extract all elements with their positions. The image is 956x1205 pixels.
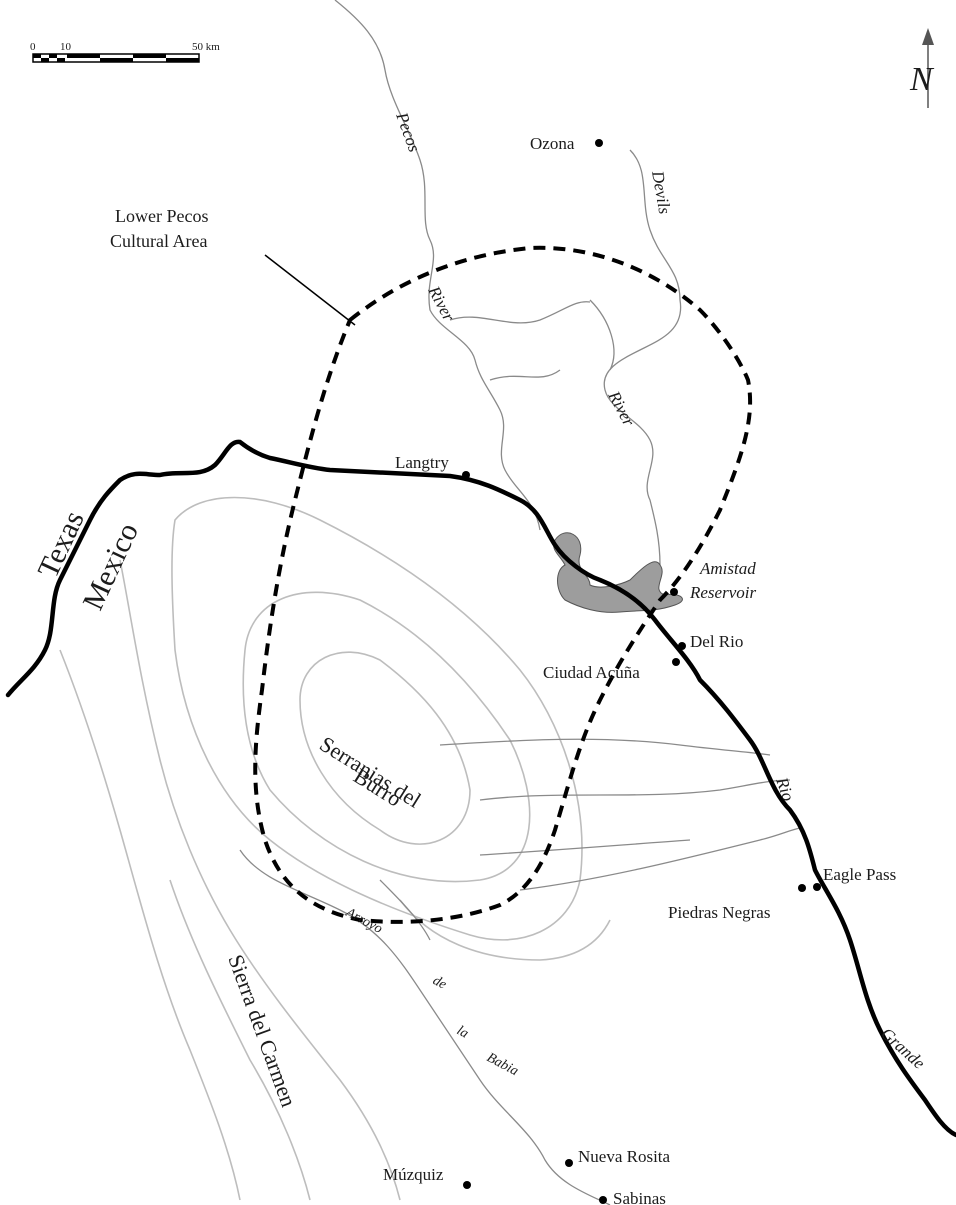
contour-ridge-3	[169, 879, 311, 1201]
arroyo-de-la-babia-line	[239, 849, 611, 1205]
devils-river-label: River	[604, 387, 639, 430]
del-rio-label: Del Rio	[690, 632, 743, 651]
nueva-rosita-label: Nueva Rosita	[578, 1147, 671, 1166]
contour-ridge-1	[119, 559, 401, 1201]
cultural-area-label-line1: Lower Pecos	[115, 206, 208, 226]
devils-label: Devils	[648, 168, 674, 215]
de-label: de	[430, 973, 449, 992]
nueva-rosita-dot	[565, 1159, 573, 1167]
pecos-label: Pecos	[392, 109, 424, 155]
contour-ridge-2	[59, 649, 241, 1201]
north-arrow: N	[909, 28, 935, 108]
pecos-tributary-2	[489, 369, 561, 381]
stream-east-4	[479, 839, 691, 856]
devils-tributary	[589, 299, 615, 371]
scale-label-0: 0	[30, 41, 36, 53]
sabinas-dot	[599, 1196, 607, 1204]
del-rio-dot	[678, 642, 686, 650]
babia-label: Babia	[484, 1050, 521, 1079]
piedras-negras-label: Piedras Negras	[668, 903, 770, 922]
amistad-reservoir	[553, 532, 683, 613]
amistad-dot	[670, 588, 678, 596]
eagle-pass-label: Eagle Pass	[823, 865, 896, 884]
stream-east-2	[479, 779, 791, 801]
ozona-dot	[595, 139, 603, 147]
muzquiz-dot	[463, 1181, 471, 1189]
rio-label: Rio	[772, 774, 798, 804]
scale-bar: 0 10 50 km	[30, 41, 220, 63]
settlements: Ozona Langtry Amistad Reservoir Del Rio …	[383, 134, 896, 1205]
streams	[239, 0, 801, 1205]
cultural-area-boundary	[253, 245, 753, 924]
stream-east-3	[519, 827, 801, 891]
pecos-tributary-1	[449, 301, 591, 324]
ozona-label: Ozona	[530, 134, 575, 153]
international-border-rio-grande	[5, 439, 956, 1138]
eagle-pass-dot	[813, 883, 821, 891]
cultural-area-label-line2: Cultural Area	[110, 231, 207, 251]
cultural-area-leader-line	[264, 254, 356, 326]
langtry-dot	[462, 471, 470, 479]
ciudad-acuna-dot	[672, 658, 680, 666]
mexico-label: Mexico	[76, 518, 145, 615]
stream-burro-south	[379, 879, 431, 941]
sabinas-label: Sabinas	[613, 1189, 666, 1205]
contour-burro-middle	[242, 591, 531, 883]
amistad-label-line2: Reservoir	[689, 583, 756, 602]
arroyo-label: Arroyo	[342, 905, 384, 937]
pecos-river-line	[334, 0, 541, 531]
la-label: la	[454, 1023, 471, 1041]
texas-label: Texas	[31, 506, 90, 583]
scale-label-50: 50 km	[192, 41, 220, 53]
scale-label-10: 10	[60, 41, 72, 53]
langtry-label: Langtry	[395, 453, 449, 472]
contour-burro-inner	[299, 651, 471, 845]
stream-east-1	[439, 738, 771, 756]
north-label: N	[909, 61, 935, 98]
piedras-negras-dot	[798, 884, 806, 892]
contour-ridge-4	[399, 899, 611, 961]
contour-lines	[59, 496, 611, 1201]
contour-burro-outer	[171, 496, 583, 941]
ciudad-acuna-label: Ciudad Acuña	[543, 663, 640, 682]
muzquiz-label: Múzquiz	[383, 1165, 444, 1184]
devils-river-line	[603, 149, 682, 566]
amistad-label-line1: Amistad	[699, 559, 756, 578]
